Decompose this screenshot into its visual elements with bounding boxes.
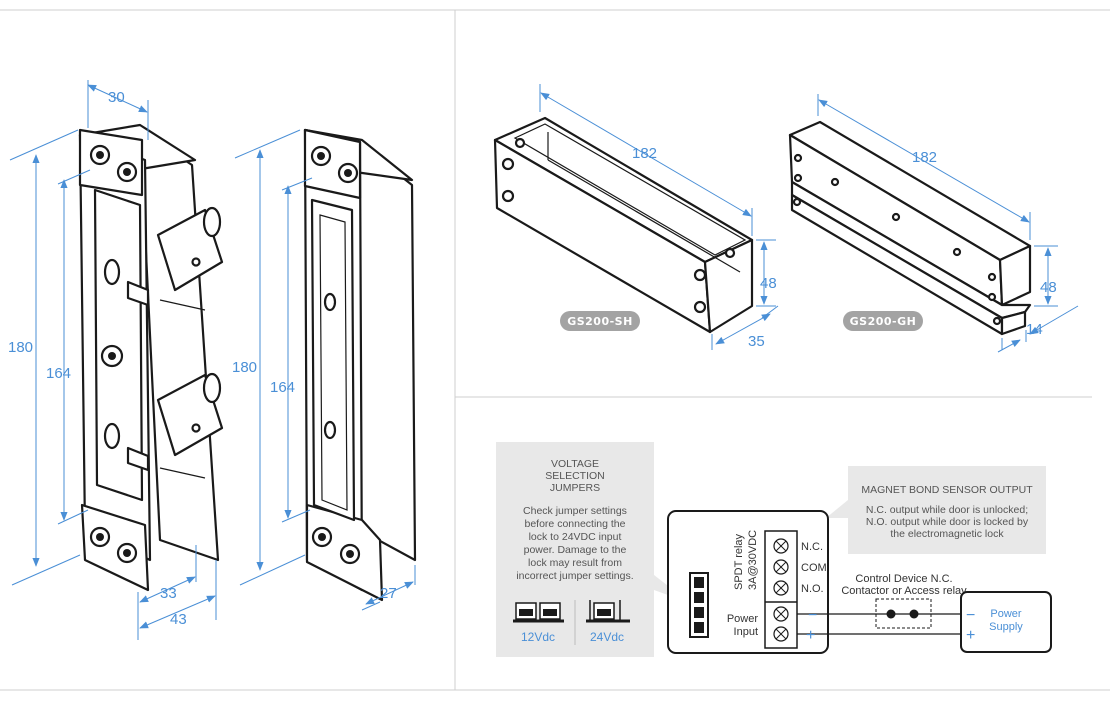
voltage-note-line-3: lock to 24VDC input [529,531,622,543]
voltage-title-line-2: SELECTION [545,470,605,482]
jumper-24v-icon [586,600,630,623]
control-device-line-2: Contactor or Access relay [841,585,967,597]
terminal-screw-nc [773,538,789,554]
model-badge-sh: GS200-SH [560,311,640,331]
control-device-line-1: Control Device N.C. [855,573,952,585]
jumper-12v-icon [513,602,564,623]
dim-sh-height: 48 [760,275,777,292]
lock-body-dimension-lines [234,129,416,611]
model-name-sh: GS200-SH [567,315,633,328]
wire-plus-left: + [806,627,815,644]
voltage-note-line-5: lock may result from [528,557,622,569]
sensor-title: MAGNET BOND SENSOR OUTPUT [861,484,1033,496]
bracket-gh-dimension-lines [817,94,1079,353]
terminal-screw-plus [773,626,789,642]
bracket-sh-drawing [493,116,754,334]
terminal-screw-no [773,580,789,596]
sensor-note-line-2: N.O. output while door is locked by [866,516,1029,528]
dim-height-164: 164 [46,365,71,382]
voltage-note-line-1: Check jumper settings [523,505,627,517]
bracket-gh-drawing [788,120,1032,336]
dim-sh-length: 182 [632,145,657,162]
terminal-label-nc: N.C. [801,541,823,553]
armature-dimension-lines [9,80,217,640]
lock-body-drawing [303,128,417,602]
voltage-jumper-callout: VOLTAGE SELECTION JUMPERS Check jumper s… [496,442,690,657]
sensor-output-callout: MAGNET BOND SENSOR OUTPUT N.C. output wh… [826,466,1046,554]
terminal-screw-minus [773,606,789,622]
voltage-note-line-4: power. Damage to the [524,544,627,556]
label-12vdc: 12Vdc [521,630,555,644]
dim-body-height-180: 180 [232,359,257,376]
voltage-title-line-3: JUMPERS [550,482,600,494]
power-supply-line-2: Supply [989,621,1023,633]
sensor-note-line-1: N.C. output while door is unlocked; [866,504,1028,516]
model-badge-gh: GS200-GH [843,311,923,331]
supply-minus: − [966,607,975,624]
dim-width-30: 30 [108,89,125,106]
relay-label-line-2: 3A@30VDC [747,530,759,590]
voltage-note-line-6: incorrect jumper settings. [516,570,633,582]
armature-plate-drawing [78,123,224,592]
dim-depth-43: 43 [170,611,187,628]
dim-gh-height: 48 [1040,279,1057,296]
dim-body-depth-27: 27 [380,585,397,602]
model-name-gh: GS200-GH [850,315,917,328]
supply-plus: + [966,627,975,644]
voltage-title-line-1: VOLTAGE [551,458,599,470]
terminal-label-com: COM [801,562,827,574]
control-device-contactor [875,598,932,629]
dim-gh-length: 182 [912,149,937,166]
sensor-note-line-3: the electromagnetic lock [890,528,1004,540]
dim-gh-depth: 14 [1026,321,1043,338]
wire-minus-left: − [808,607,817,624]
dim-depth-33: 33 [160,585,177,602]
power-supply-line-1: Power [990,608,1022,620]
wiring-diagram: N.C. COM N.O. SPDT relay 3A@30VDC Power … [667,510,1052,654]
dim-sh-depth: 35 [748,333,765,350]
power-input-line-1: Power [727,613,759,625]
label-24vdc: 24Vdc [590,630,624,644]
dim-height-180: 180 [8,339,33,356]
frame-lines [0,9,1110,691]
terminal-label-no: N.O. [801,583,824,595]
dim-body-height-164: 164 [270,379,295,396]
terminal-screw-com [773,559,789,575]
power-input-line-2: Input [734,626,758,638]
relay-label-line-1: SPDT relay [733,533,745,590]
voltage-note-line-2: before connecting the [525,518,626,530]
bracket-sh-dimension-lines [539,84,779,350]
